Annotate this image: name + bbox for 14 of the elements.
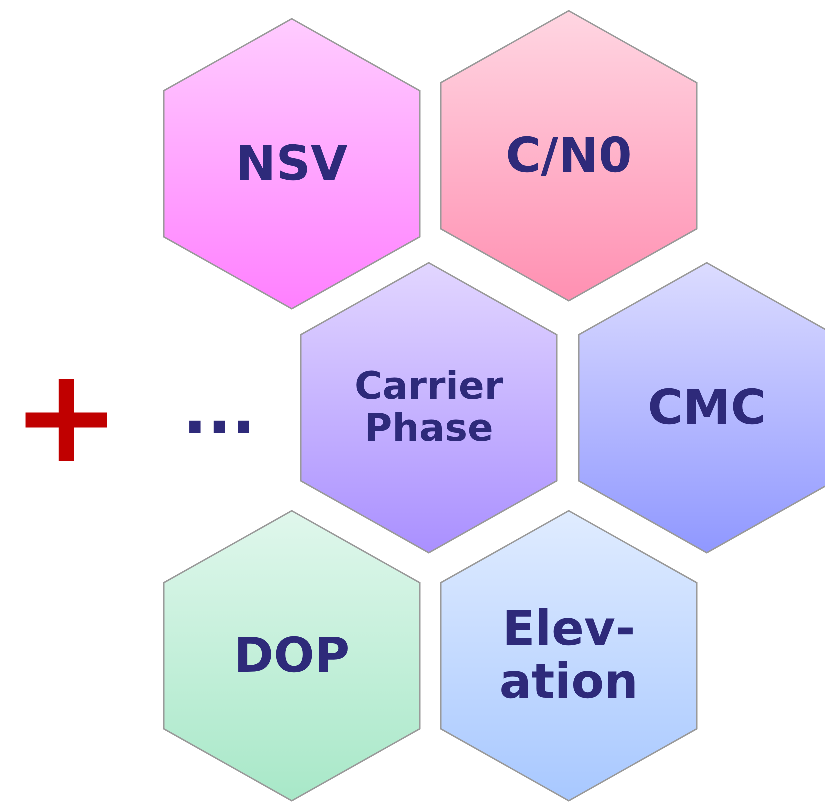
- hexagon-tile: [163, 18, 421, 310]
- tile-label: NSV: [235, 134, 349, 194]
- hexagon-tile: [440, 10, 698, 302]
- tile-label: Elev- ation: [498, 600, 640, 712]
- hexagon-tile: [440, 510, 698, 802]
- tile-label: DOP: [233, 626, 351, 686]
- hexagon-tile: [163, 510, 421, 802]
- tile-label: Carrier Phase: [354, 363, 504, 452]
- tile-label: C/N0: [504, 126, 634, 186]
- hexagon-tile: [578, 262, 825, 554]
- hexagon-tile: [300, 262, 558, 554]
- tile-label: CMC: [646, 378, 768, 438]
- ellipsis: ...: [183, 375, 256, 449]
- plus-sign: +: [12, 340, 121, 492]
